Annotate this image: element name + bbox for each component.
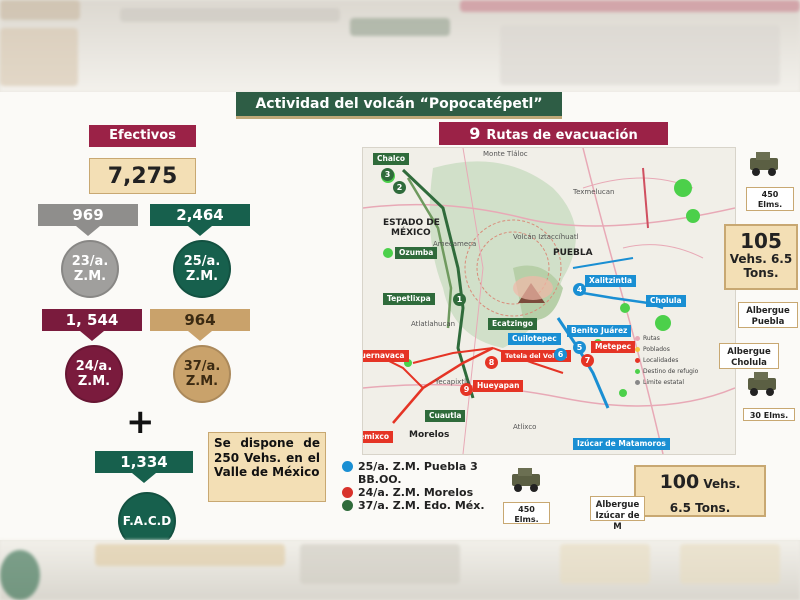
- route-label-izucar: Izúcar de Matamoros: [573, 438, 670, 450]
- badge-23-zm: 23/a.Z.M.: [61, 240, 119, 298]
- units-legend: 25/a. Z.M. Puebla 3 BB.OO. 24/a. Z.M. Mo…: [342, 460, 485, 512]
- badge-25-zm: 25/a.Z.M.: [173, 240, 231, 298]
- route-label-hueyapan: Hueyapan: [473, 380, 524, 392]
- route-label-cuernavaca: Cuernavaca: [363, 350, 409, 362]
- legend-dot-icon: [635, 336, 640, 341]
- map-place: Atlixco: [513, 423, 537, 431]
- route-label-ecatzingo: Ecatzingo: [488, 318, 538, 330]
- route-label-cuautla: Cuautla: [425, 410, 466, 422]
- vehicles-box-top: 105 Vehs. 6.5 Tons.: [724, 224, 798, 290]
- route-label-tepetlixpa: Tepetlixpa: [383, 293, 435, 305]
- route-number-9: 9: [460, 383, 473, 396]
- group-value-37: 964: [150, 309, 250, 331]
- facd-value: 1,334: [95, 451, 193, 473]
- efectivos-total: 7,275: [89, 158, 196, 194]
- group-value-23: 969: [38, 204, 138, 226]
- legend-dot-icon: [342, 487, 353, 498]
- map-place-morelos: Morelos: [409, 430, 450, 440]
- arrow-down-icon: [188, 331, 212, 341]
- route-number-3: 3: [381, 168, 394, 181]
- badge-37-zm: 37/a.Z.M.: [173, 345, 231, 403]
- legend-item-puebla: 25/a. Z.M. Puebla 3 BB.OO.: [342, 460, 485, 486]
- route-number-7: 7: [581, 354, 594, 367]
- map-place: Texmelucan: [573, 188, 615, 196]
- arrow-down-icon: [188, 226, 212, 236]
- route-number-5: 5: [573, 341, 586, 354]
- map-place: Monte Tláloc: [483, 150, 528, 158]
- route-label-xalitzintla: Xalitzintla: [585, 275, 637, 287]
- route-label-tetela: Tetela del Volcán: [501, 350, 572, 362]
- legend-dot-icon: [342, 461, 353, 472]
- group-value-25: 2,464: [150, 204, 250, 226]
- page-title: Actividad del volcán “Popocatépetl”: [236, 92, 562, 119]
- map-place-mexico: MÉXICO: [391, 228, 431, 238]
- evacuation-map: Monte Tláloc ESTADO DE MÉXICO PUEBLA Mor…: [362, 147, 736, 455]
- efectivos-label: Efectivos: [89, 125, 196, 147]
- elements-count-bottom: 450 Elms.: [503, 502, 550, 524]
- vehicles-note: Se dispone de 250 Vehs. en el Valle de M…: [208, 432, 326, 502]
- legend-dot-icon: [342, 500, 353, 511]
- albergue-cholula: Albergue Cholula: [719, 343, 779, 369]
- legend-item-edomex: 37/a. Z.M. Edo. Méx.: [342, 499, 485, 512]
- map-place: Volcán Iztaccíhuatl: [513, 233, 579, 241]
- badge-facd: F.A.C.D: [118, 492, 176, 540]
- map-place: Atlatlahucan: [411, 320, 456, 328]
- route-label-cholula: Cholula: [646, 295, 686, 307]
- legend-item-morelos: 24/a. Z.M. Morelos: [342, 486, 485, 499]
- route-label-chalco: Chalco: [373, 153, 410, 165]
- blurred-background-bottom: [0, 540, 800, 600]
- route-number-6: 6: [554, 348, 567, 361]
- map-legend: Rutas Poblados Localidades Destino de re…: [635, 333, 730, 388]
- plus-icon: +: [126, 402, 155, 442]
- route-number-8: 8: [485, 356, 498, 369]
- legend-dot-icon: [635, 369, 640, 374]
- arrow-down-icon: [132, 473, 156, 483]
- group-value-24: 1, 544: [42, 309, 142, 331]
- badge-24-zm: 24/a.Z.M.: [65, 345, 123, 403]
- map-place: Yecapixtla: [435, 378, 471, 386]
- route-label-benito-juarez: Benito Juárez: [567, 325, 632, 337]
- route-number-2: 2: [393, 181, 406, 194]
- military-vehicle-icon: [750, 152, 778, 176]
- blurred-background-top: [0, 0, 800, 92]
- map-place-puebla: PUEBLA: [553, 248, 593, 258]
- route-label-metepec: Metepec: [591, 341, 636, 353]
- route-label-ozumba: Ozumba: [395, 247, 438, 259]
- map-place: Amecameca: [433, 240, 477, 248]
- route-label-temixco: Temixco: [363, 431, 394, 443]
- arrow-down-icon: [76, 226, 100, 236]
- map-place-estado: ESTADO DE: [383, 218, 440, 228]
- albergue-puebla: Albergue Puebla: [738, 302, 798, 328]
- route-number-1: 1: [453, 293, 466, 306]
- arrow-down-icon: [80, 331, 104, 341]
- vehicles-box-bottom: 100 Vehs. 6.5 Tons.: [634, 465, 766, 517]
- albergue-izucar: Albergue Izúcar de M: [590, 496, 645, 532]
- route-number-4: 4: [573, 283, 586, 296]
- legend-dot-icon: [635, 380, 640, 385]
- route-label-cuilotepec: Cuilotepec: [508, 333, 561, 345]
- elements-count-top: 450 Elms.: [746, 187, 794, 211]
- military-vehicle-icon: [512, 468, 540, 492]
- elements-count-right: 30 Elms.: [743, 408, 795, 421]
- presentation-slide: Actividad del volcán “Popocatépetl” Efec…: [0, 92, 800, 540]
- legend-dot-icon: [635, 358, 640, 363]
- military-vehicle-icon: [748, 372, 776, 396]
- legend-dot-icon: [635, 347, 640, 352]
